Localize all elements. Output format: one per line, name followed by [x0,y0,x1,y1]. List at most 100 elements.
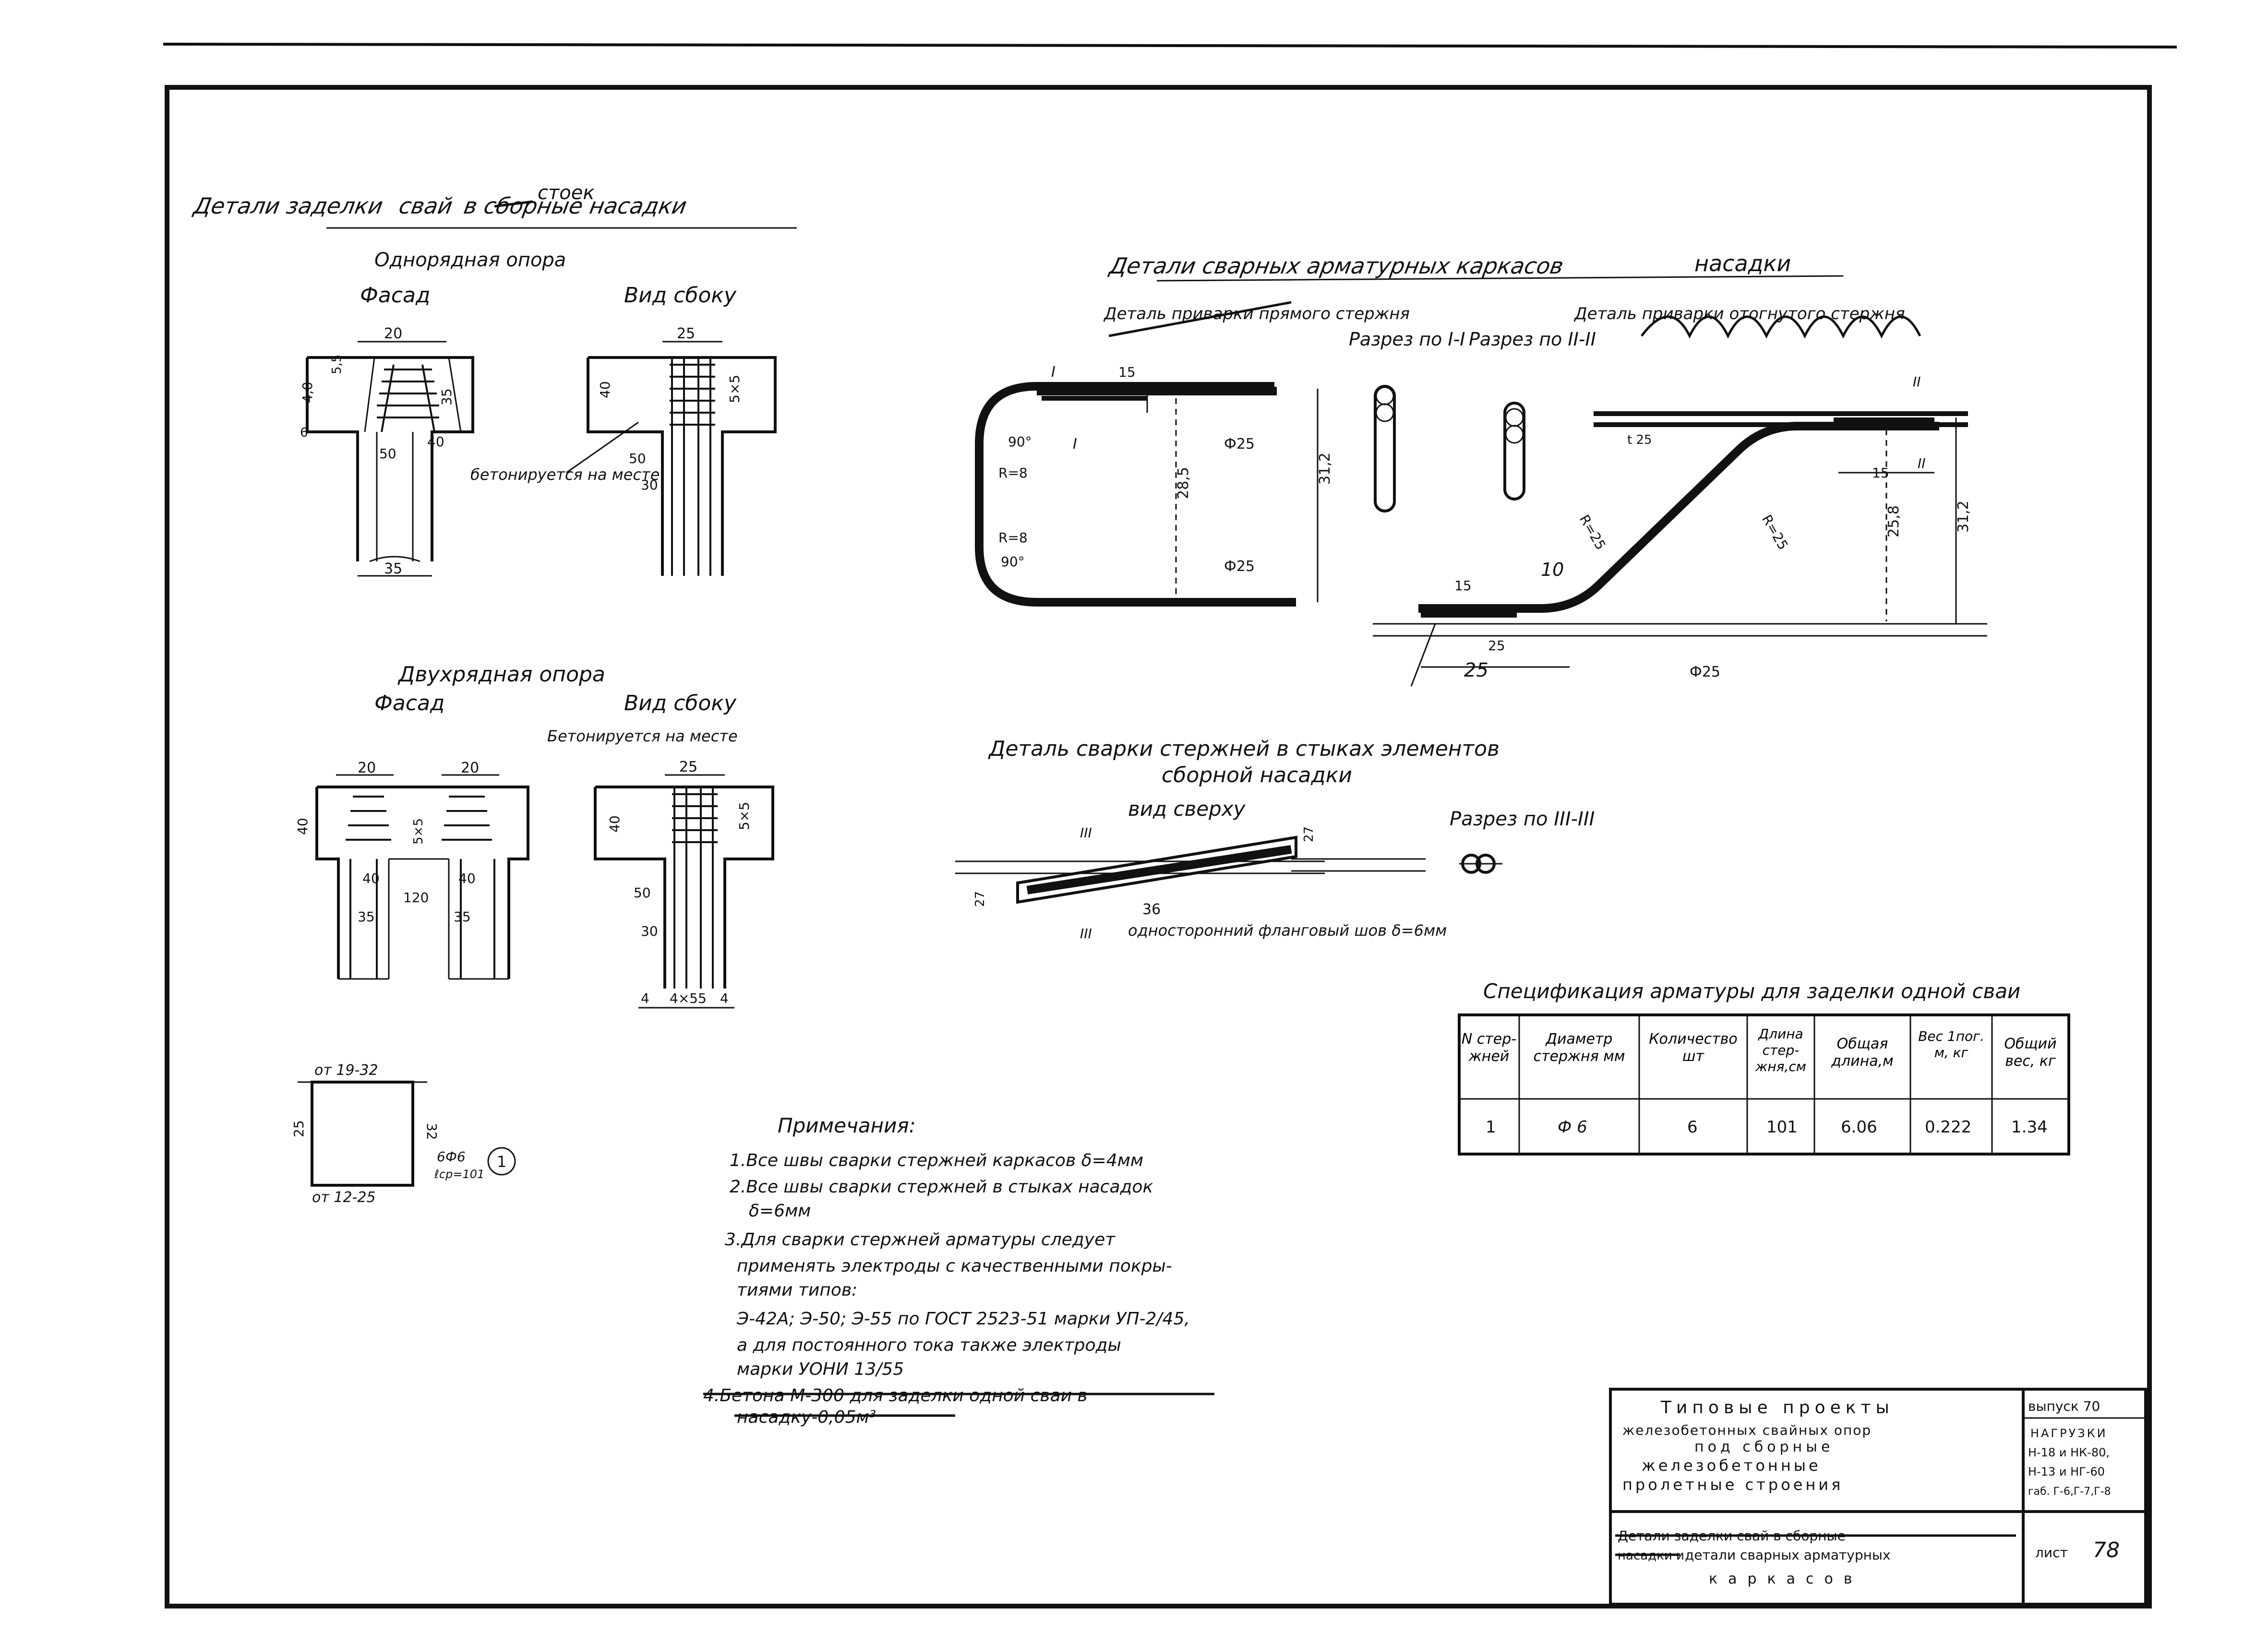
single-row-label: Однорядная опора [374,249,566,271]
svg-text:35: 35 [439,388,455,405]
embedding-details: Детали заделки свай в сборные насадки ст… [191,182,797,1206]
joint-title-2: сборной насадки [1162,763,1352,787]
svg-text:4: 4 [720,990,729,1006]
spec-h3: Количество шт [1649,1031,1738,1065]
svg-text:4: 4 [641,990,649,1006]
svg-text:15: 15 [1454,578,1472,594]
svg-text:25: 25 [677,325,695,342]
double-row-facade: 20 20 40 40 40 120 35 35 5×5 [295,760,529,980]
spec-table: Спецификация арматуры для заделки одной … [1458,979,2070,1156]
svg-text:20: 20 [461,760,479,776]
tb-main-5: пролетные строения [1622,1476,1843,1494]
note-line-2: 2.Все швы сварки стержней в стыках насад… [730,1177,1153,1197]
single-row-facade: 35 20 40 50 35 4,0 5,5 6 [300,325,474,577]
stirrup-sketch: от 19-32 от 12-25 25 32 6Ф6 ℓср=101 1 [291,1062,516,1206]
svg-text:5×5: 5×5 [727,375,743,403]
svg-text:28,5: 28,5 [1175,467,1192,499]
svg-text:25: 25 [1464,659,1488,681]
tb-sheet-title-2: каркасов [1709,1571,1863,1587]
facade2-label: Фасад [374,691,444,715]
top-view-label: вид сверху [1128,797,1246,821]
svg-text:27: 27 [973,891,987,907]
tb-series-3: Н-13 и НГ-60 [2028,1465,2105,1478]
spec-h1: N стер-жней [1461,1031,1517,1065]
tb-main-4: железобетонные [1642,1456,1821,1475]
weld-frame-details: Детали сварных арматурных каркасов насад… [975,250,1987,687]
section-1-sketch [1374,385,1396,512]
tb-sheet-number: 78 [2093,1538,2120,1562]
svg-text:4,0: 4,0 [300,381,315,403]
stirrup-length: ℓср=101 [434,1167,484,1181]
svg-text:90°: 90° [1001,554,1025,570]
facade-label: Фасад [360,283,430,308]
tb-series-1: НАГРУЗКИ [2030,1427,2108,1440]
svg-text:20: 20 [384,325,402,342]
tb-sheet-label: лист [2035,1545,2068,1561]
svg-text:50: 50 [634,885,651,901]
note-line-11: насадку-0,05м³ [737,1407,876,1427]
svg-text:25: 25 [1488,638,1505,654]
spec-c1: 1 [1486,1118,1496,1137]
section-2-label: Разрез по II-II [1469,329,1596,350]
stirrup-pos: 1 [497,1153,506,1171]
note-line-3: δ=6мм [749,1201,811,1221]
svg-text:25: 25 [291,1120,307,1137]
note-line-1: 1.Все швы сварки стержней каркасов δ=4мм [730,1151,1143,1170]
svg-text:Ф25: Ф25 [1690,664,1720,680]
svg-text:25,8: 25,8 [1885,505,1902,537]
svg-text:III: III [1080,926,1092,941]
svg-text:50: 50 [379,446,396,462]
side-view-label: Вид сбоку [624,283,737,308]
tb-main-3: под сборные [1694,1439,1834,1455]
spec-c4: 101 [1766,1118,1798,1137]
spec-c2: Ф 6 [1558,1118,1587,1137]
weld-frame-title-correction: насадки [1694,250,1791,276]
svg-text:30: 30 [641,477,658,493]
svg-text:5×5: 5×5 [736,802,752,830]
svg-text:II: II [1913,374,1921,390]
svg-text:40: 40 [597,381,613,398]
svg-text:30: 30 [641,923,658,939]
svg-text:10: 10 [1541,559,1564,580]
spec-h4: Длина стер-жня,см [1755,1026,1806,1074]
svg-text:III: III [1080,825,1092,841]
svg-text:20: 20 [358,760,376,776]
svg-text:R=8: R=8 [998,530,1028,546]
note-line-7: Э-42А; Э-50; Э-55 по ГОСТ 2523-51 марки … [736,1309,1190,1329]
straight-rod-label: Деталь приварки прямого стержня [1103,304,1410,323]
svg-text:27: 27 [1302,826,1316,842]
svg-text:40: 40 [458,870,476,886]
svg-text:40: 40 [362,870,380,886]
svg-text:I: I [1073,436,1077,453]
svg-text:25: 25 [679,759,697,775]
tb-series-4: габ. Г-6,Г-7,Г-8 [2028,1486,2111,1498]
spec-c6: 0.222 [1925,1118,1971,1137]
svg-text:6: 6 [300,426,308,440]
note-line-4: 3.Для сварки стержней арматуры следует [725,1230,1116,1250]
top-trim-line [163,43,2177,48]
joint-weld-detail: Деталь сварки стержней в стыках элементо… [955,737,1595,941]
svg-text:40: 40 [427,434,444,450]
note-line-5: применять электроды с качественными покр… [737,1256,1172,1276]
svg-text:5×5: 5×5 [411,818,426,845]
section-1-label: Разрез по I-I [1349,329,1465,350]
svg-text:II: II [1918,455,1926,471]
spec-c3: 6 [1687,1118,1698,1137]
tb-main-2: железобетонных свайных опор [1622,1422,1872,1438]
tb-issue: выпуск 70 [2028,1398,2100,1414]
concreted-note2: Бетонируется на месте [547,727,738,745]
section-3-label: Разрез по III-III [1450,808,1595,830]
spec-h5: Общая длина,м [1831,1036,1894,1070]
note-line-8: а для постоянного тока также электроды [737,1335,1121,1355]
svg-text:36: 36 [1142,901,1161,918]
tb-main-1: Типовые проекты [1660,1398,1894,1418]
svg-text:31,2: 31,2 [1317,453,1333,485]
svg-text:Ф25: Ф25 [1224,558,1255,575]
spec-h7: Общий вес, кг [2004,1036,2057,1070]
svg-text:40: 40 [295,818,311,835]
concreted-note: бетонируется на месте [470,465,660,484]
svg-text:I: I [1051,364,1056,381]
svg-text:90°: 90° [1008,434,1032,450]
spec-h6: Вес 1пог. м, кг [1918,1028,1984,1060]
